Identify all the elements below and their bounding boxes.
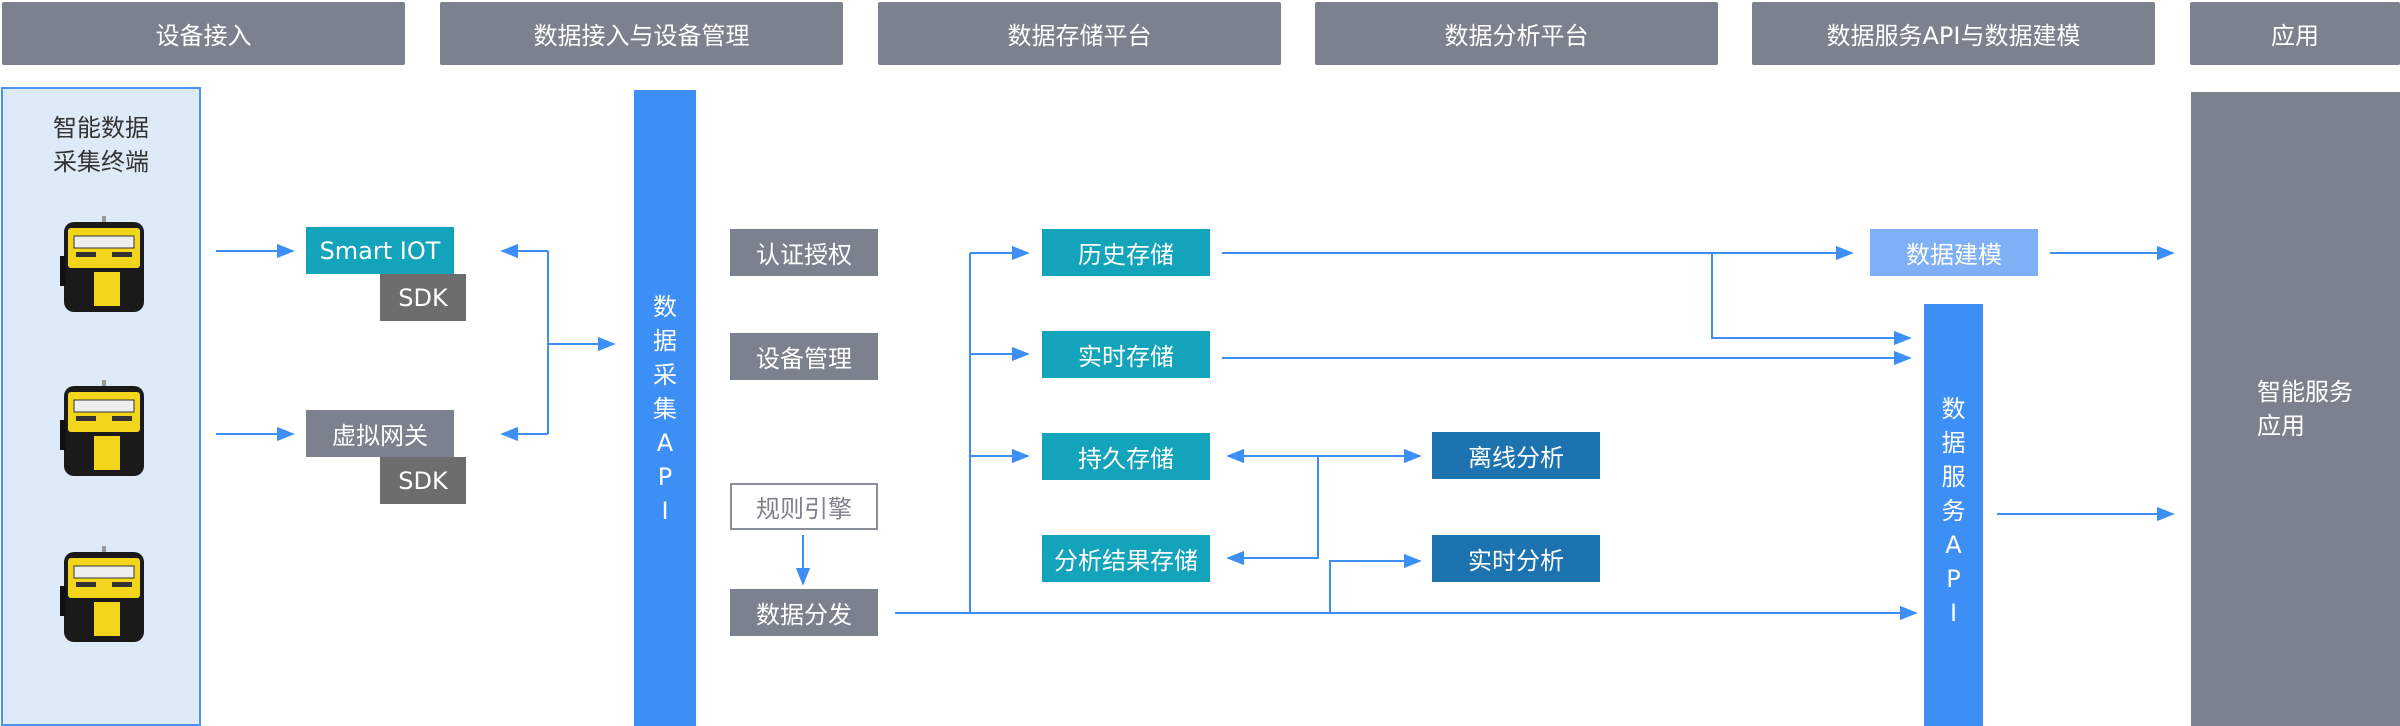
history-storage-box: 历史存储 <box>1042 229 1210 276</box>
data-modeling-box: 数据建模 <box>1870 229 2038 276</box>
data-service-api-bar: 数 据 服 务 A P I <box>1924 304 1983 726</box>
service-api-char: 务 <box>1941 497 1966 525</box>
device-mgmt-box: 设备管理 <box>730 333 878 380</box>
data-collector-device-icon <box>60 546 144 642</box>
application-label: 智能服务 应用 <box>2257 375 2353 443</box>
collect-api-char: 采 <box>653 361 677 389</box>
collect-api-char: 据 <box>653 327 677 355</box>
data-collection-api-bar: 数 据 采 集 A P I <box>634 90 696 726</box>
offline-analysis-box: 离线分析 <box>1432 432 1600 479</box>
service-api-char: 据 <box>1941 429 1966 457</box>
header-service-api-modeling: 数据服务API与数据建模 <box>1752 2 2155 65</box>
realtime-storage-box: 实时存储 <box>1042 331 1210 378</box>
data-dispatch-box: 数据分发 <box>730 589 878 636</box>
collect-api-char: 数 <box>653 293 677 321</box>
sdk-bottom-box: SDK <box>380 457 466 504</box>
service-api-char: A <box>1945 531 1962 559</box>
data-collector-device-icon <box>60 216 144 312</box>
persistent-storage-box: 持久存储 <box>1042 433 1210 480</box>
header-application: 应用 <box>2190 2 2400 65</box>
analysis-result-storage-box: 分析结果存储 <box>1042 535 1210 582</box>
header-data-access-device-mgmt: 数据接入与设备管理 <box>440 2 843 65</box>
terminal-title: 智能数据 采集终端 <box>3 111 199 179</box>
terminal-title-line2: 采集终端 <box>53 148 149 176</box>
application-label-line2: 应用 <box>2257 412 2305 440</box>
service-api-char: 数 <box>1941 395 1966 423</box>
sdk-top-box: SDK <box>380 274 466 321</box>
virtual-gateway-box: 虚拟网关 <box>306 410 454 457</box>
data-collector-device-icon <box>60 380 144 476</box>
smart-service-application: 智能服务 应用 <box>2191 92 2400 726</box>
arrow-to-realtime-analysis <box>1329 553 1422 613</box>
application-label-line1: 智能服务 <box>2257 378 2353 406</box>
collect-api-char: 集 <box>653 395 677 423</box>
realtime-analysis-box: 实时分析 <box>1432 535 1600 582</box>
arrow-history-to-service-api <box>1711 253 1912 346</box>
header-device-access: 设备接入 <box>2 2 405 65</box>
collect-api-char: I <box>661 497 669 525</box>
collect-api-char: P <box>657 463 673 491</box>
smart-iot-box: Smart IOT <box>306 227 454 274</box>
rule-engine-box: 规则引擎 <box>730 483 878 530</box>
header-storage-platform: 数据存储平台 <box>878 2 1281 65</box>
terminal-title-line1: 智能数据 <box>53 114 149 142</box>
arrow-to-analysis-result <box>1226 456 1319 566</box>
service-api-char: 服 <box>1941 463 1966 491</box>
auth-box: 认证授权 <box>730 229 878 276</box>
collect-api-char: A <box>656 429 674 457</box>
service-api-char: I <box>1949 599 1958 627</box>
service-api-char: P <box>1946 565 1961 593</box>
header-analysis-platform: 数据分析平台 <box>1315 2 1718 65</box>
